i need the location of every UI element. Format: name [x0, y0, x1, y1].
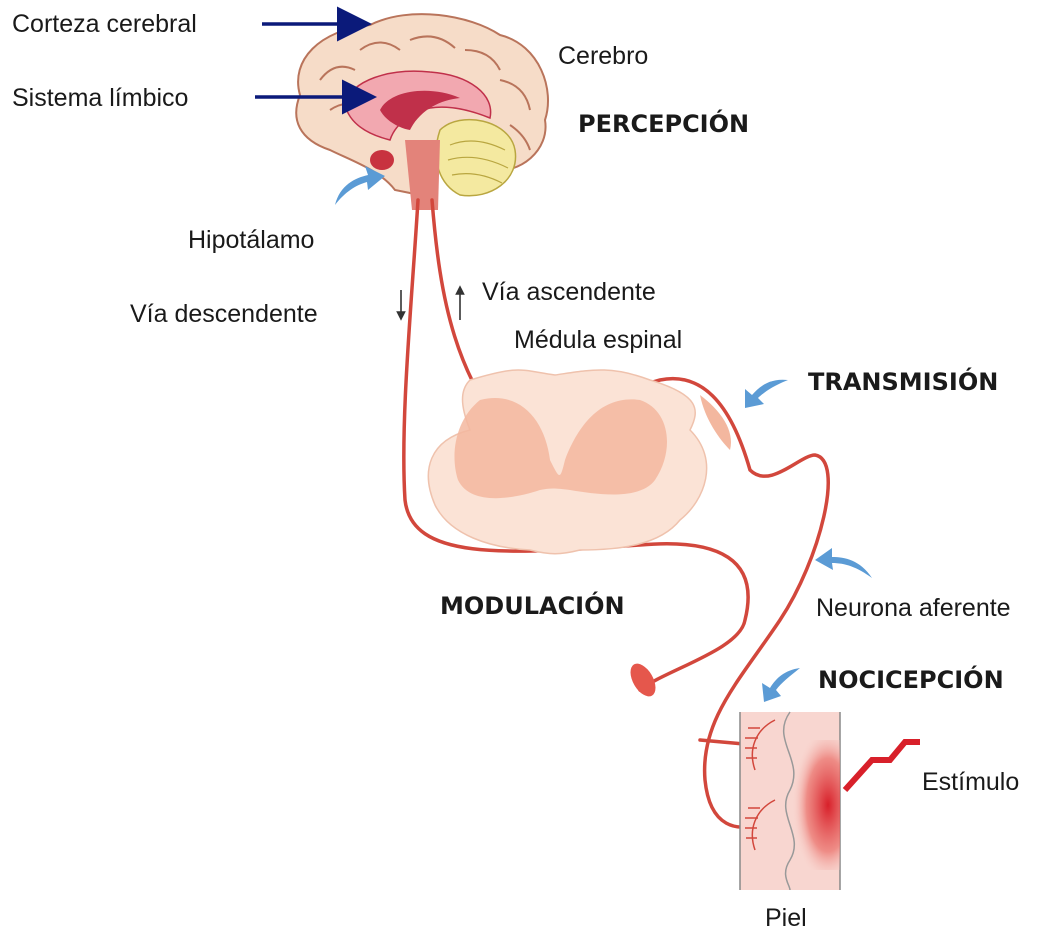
label-via-ascendente: Vía ascendente — [482, 280, 656, 305]
hypothalamus — [370, 150, 394, 170]
stage-percepcion: PERCEPCIÓN — [578, 112, 749, 136]
label-sistema-limbico: Sistema límbico — [12, 86, 188, 111]
stage-nocicepcion: NOCICEPCIÓN — [818, 668, 1004, 692]
skin — [740, 712, 920, 890]
curved-arrow-neurona-icon — [815, 548, 872, 578]
stimulus-glow — [780, 740, 840, 870]
label-medula-espinal: Médula espinal — [514, 328, 682, 353]
curved-arrow-nocicepcion-icon — [762, 668, 800, 702]
label-estimulo: Estímulo — [922, 770, 1019, 795]
label-via-descendente: Vía descendente — [130, 302, 318, 327]
label-piel: Piel — [765, 906, 807, 931]
stage-transmision: TRANSMISIÓN — [808, 370, 998, 394]
label-corteza-cerebral: Corteza cerebral — [12, 12, 197, 37]
label-neurona-aferente: Neurona aferente — [816, 596, 1011, 621]
brainstem — [405, 140, 440, 210]
brain — [296, 14, 548, 210]
label-hipotalamo: Hipotálamo — [188, 228, 314, 253]
stage-modulacion: MODULACIÓN — [440, 594, 625, 618]
spinal-cord — [428, 370, 731, 554]
label-cerebro: Cerebro — [558, 44, 648, 69]
curved-arrow-transmision-icon — [745, 380, 788, 408]
stimulus-bolt — [845, 742, 920, 790]
